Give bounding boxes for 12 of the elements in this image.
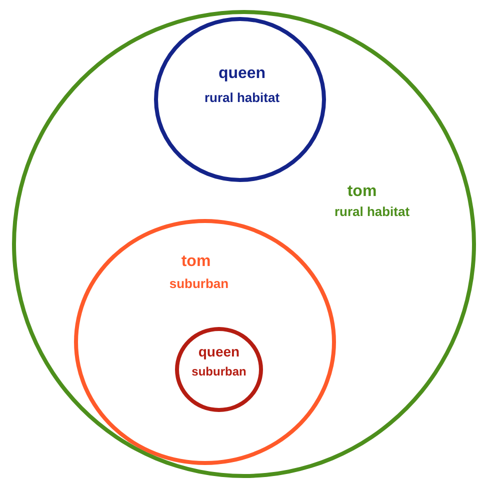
set-name: tom bbox=[181, 253, 211, 271]
habitat-label: rural habitat bbox=[334, 204, 410, 220]
set-circle bbox=[74, 219, 336, 465]
habitat-label: suburban bbox=[192, 365, 246, 379]
set-circle bbox=[12, 10, 476, 478]
set-name: queen bbox=[218, 65, 266, 83]
habitat-label: suburban bbox=[169, 276, 229, 292]
set-circle bbox=[175, 327, 263, 412]
set-name: queen bbox=[198, 344, 240, 360]
set-circle bbox=[154, 17, 326, 182]
set-name: tom bbox=[347, 183, 377, 201]
habitat-label: rural habitat bbox=[204, 90, 280, 106]
